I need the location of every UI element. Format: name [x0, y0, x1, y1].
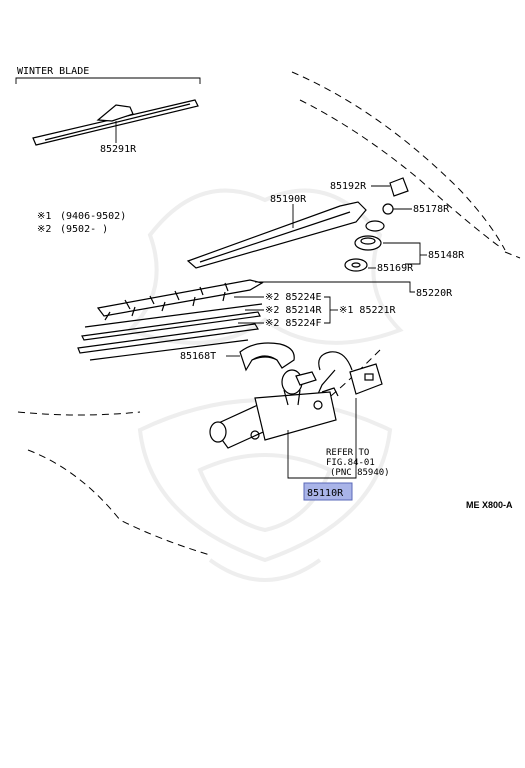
- wiper-motor: [209, 369, 339, 449]
- wiper-arm: [186, 201, 367, 269]
- note-2-range: (9502- ): [60, 224, 108, 235]
- grommet: [226, 342, 295, 372]
- label-85220R: 85220R: [416, 288, 453, 299]
- nut: [382, 203, 412, 215]
- winter-blade-group: WINTER BLADE: [15, 66, 201, 146]
- label-85169R: 85169R: [377, 263, 414, 274]
- winter-blade-title: WINTER BLADE: [17, 66, 89, 77]
- label-85178R: 85178R: [413, 204, 450, 215]
- pivot-parts: [344, 220, 427, 272]
- notes-legend: ※1 (9406-9502) ※2 (9502- ): [37, 211, 126, 235]
- figure-code: ME X800-A: [466, 500, 513, 510]
- label-85110R: 85110R: [307, 488, 344, 499]
- label-85224E: ※2 85224E: [265, 292, 322, 303]
- label-85192R: 85192R: [330, 181, 367, 192]
- label-85221R: ※1 85221R: [339, 305, 397, 316]
- note-1-range: (9406-9502): [60, 211, 126, 222]
- wiper-blade: [96, 279, 415, 321]
- label-85148R: 85148R: [428, 250, 465, 261]
- label-85291R: 85291R: [100, 144, 137, 155]
- label-85214R: ※2 85214R: [265, 305, 323, 316]
- refer-line-2: FIG.84-01: [326, 458, 375, 468]
- label-85168T: 85168T: [180, 351, 216, 362]
- label-85224F: ※2 85224F: [265, 318, 322, 329]
- refer-line-3: (PNC 85940): [330, 468, 390, 478]
- blade-rubbers: [77, 296, 338, 361]
- label-85110R-highlight: [303, 482, 353, 501]
- label-85190R: 85190R: [270, 194, 307, 205]
- refer-line-1: REFER TO: [326, 448, 369, 458]
- note-1-mark: ※1: [37, 211, 51, 222]
- connector: [317, 351, 383, 395]
- note-2-mark: ※2: [37, 224, 51, 235]
- arm-cap: [371, 177, 409, 197]
